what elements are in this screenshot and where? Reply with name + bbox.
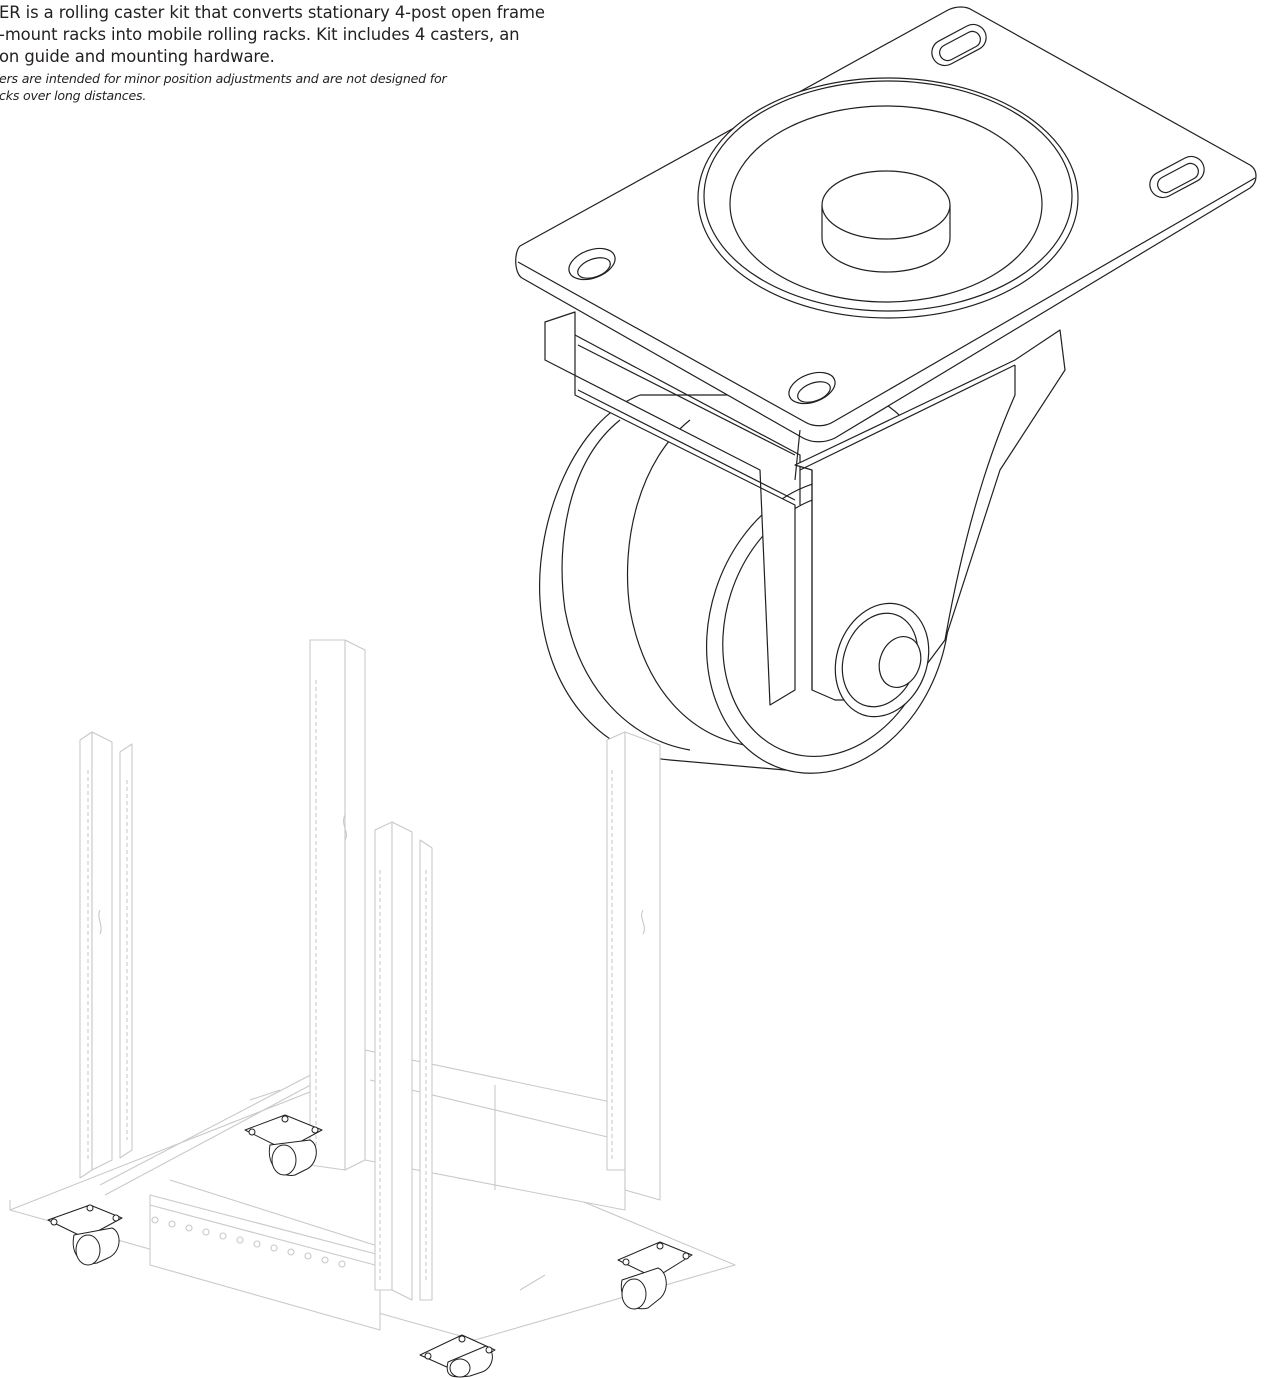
caster-detail-illustration [515, 6, 1257, 774]
rack-post-back-left [309, 639, 366, 1171]
caster-axle [834, 602, 930, 718]
plate-mounting-holes [568, 23, 1205, 405]
rack-post-center [374, 821, 433, 1301]
caster-kingpin [821, 170, 951, 273]
description-line-3: on guide and mounting hardware. [0, 47, 275, 66]
caster-fork [544, 311, 1066, 706]
rack-post-right [606, 731, 661, 1201]
caution-note-line-1: ers are intended for minor position adju… [0, 71, 447, 86]
description-line-1: ER is a rolling caster kit that converts… [0, 3, 545, 22]
rack-post-left [79, 731, 133, 1179]
base-slot-holes [151, 1216, 346, 1268]
description-line-2: -mount racks into mobile rolling racks. … [0, 25, 520, 44]
caster-mounting-plate [515, 6, 1257, 481]
rack-caster-front-right [617, 1241, 693, 1310]
rack-caster-front-center [419, 1334, 496, 1378]
rack-caster-front-left [47, 1204, 123, 1266]
caution-note-line-2: cks over long distances. [0, 88, 147, 103]
rack-caster-back [244, 1114, 323, 1176]
rack-assembly-illustration [9, 639, 736, 1378]
